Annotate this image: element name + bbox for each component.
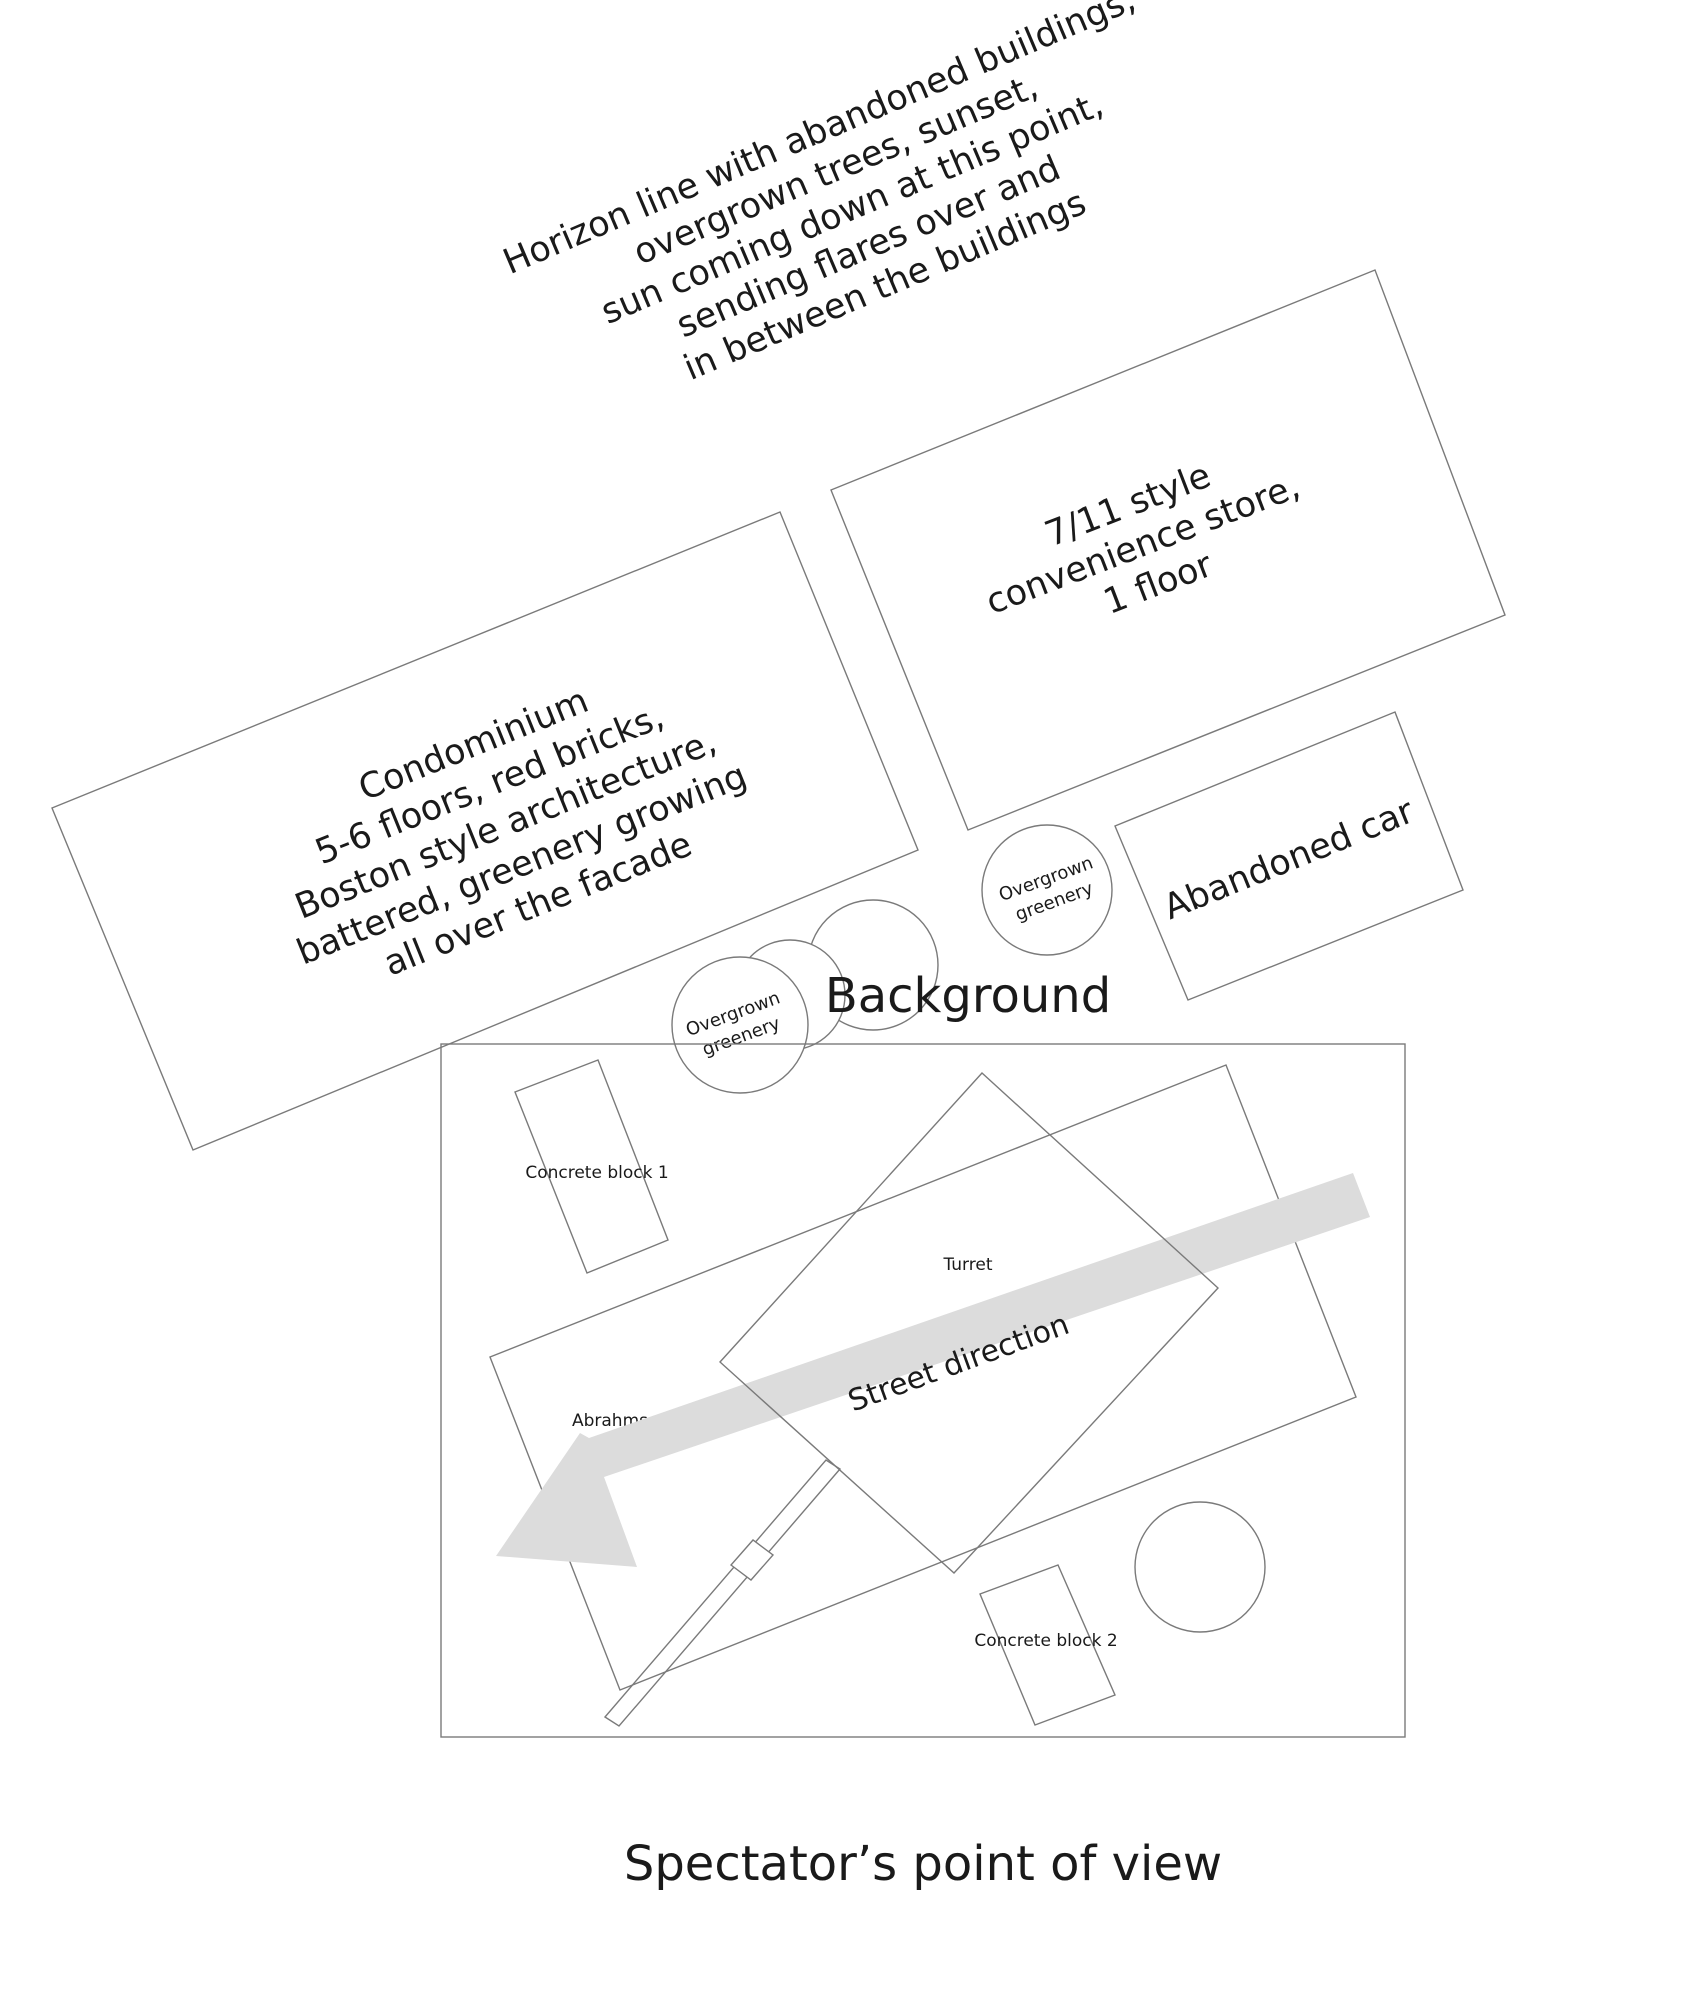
concrete-block-1: Concrete block 1 — [514, 1059, 669, 1274]
greenery-right-outline — [981, 824, 1113, 956]
gun-barrel-outline — [603, 1459, 842, 1727]
background-label: Background — [825, 968, 1111, 1024]
gun-barrel-sleeve — [729, 1539, 775, 1581]
concrete-block-2: Concrete block 2 — [974, 1564, 1118, 1726]
view-frame — [440, 1043, 1406, 1738]
unlabeled-circle — [1134, 1501, 1266, 1633]
abandoned-car-outline — [1114, 711, 1464, 1001]
greenery-right: Overgrown greenery — [981, 824, 1113, 956]
convenience-store-outline — [830, 269, 1506, 831]
street-direction-arrow-shape — [496, 1173, 1370, 1567]
concrete-block-2-label: Concrete block 2 — [974, 1631, 1117, 1651]
spectator-label: Spectator’s point of view — [624, 1836, 1222, 1892]
condominium: Condominium 5-6 floors, red bricks, Bost… — [51, 511, 919, 1151]
concrete-block-2-outline — [979, 1564, 1116, 1726]
turret: Turret — [719, 1072, 1219, 1574]
condominium-outline — [51, 511, 919, 1151]
concrete-block-1-outline — [514, 1059, 669, 1274]
turret-outline — [719, 1072, 1219, 1574]
abandoned-car: Abandoned car — [1114, 711, 1464, 1001]
greenery-bubble-main — [671, 956, 809, 1094]
gun-barrel — [603, 1459, 842, 1727]
concrete-block-1-label: Concrete block 1 — [525, 1163, 668, 1183]
abrahms-hull — [489, 1064, 1357, 1691]
greenery-left: Overgrown greenery — [671, 899, 939, 1094]
street-direction-arrow: Street direction — [496, 1173, 1370, 1567]
convenience-store: 7/11 style convenience store, 1 floor — [830, 269, 1506, 831]
turret-label: Turret — [942, 1255, 992, 1275]
horizon-note: Horizon line with abandoned buildings, o… — [498, 0, 1142, 389]
